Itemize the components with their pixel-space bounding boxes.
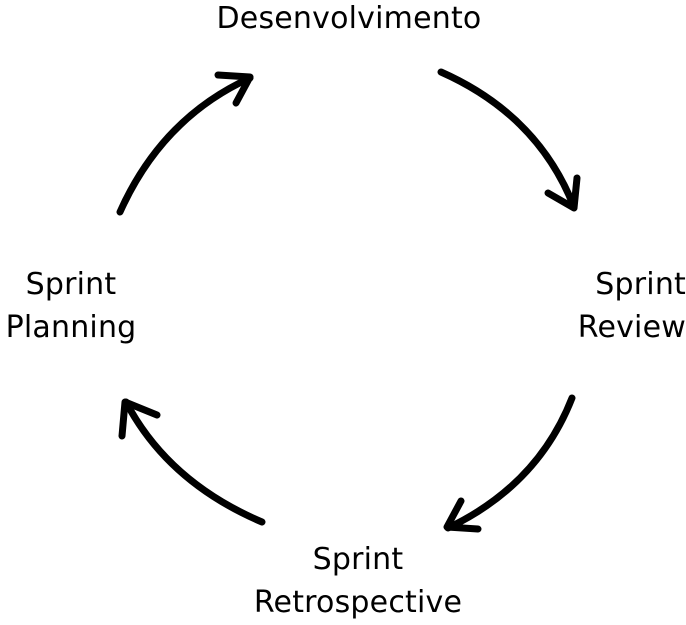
arrow-development-to-review	[437, 68, 581, 212]
stage-sprint-review-line-1: Sprint	[595, 267, 686, 302]
stage-sprint-retrospective-line-1: Sprint	[312, 542, 404, 577]
stage-sprint-review-line-2: Review	[577, 310, 686, 345]
arrow-planning-to-development	[116, 71, 254, 216]
stage-sprint-retrospective-line-2: Retrospective	[253, 585, 463, 620]
stage-sprint-planning-line-1: Sprint	[25, 267, 117, 302]
stage-development-line-1: Desenvolvimento	[216, 1, 482, 36]
stage-sprint-planning: Sprint Planning	[0, 263, 142, 349]
arrow-retrospective-to-planning	[118, 398, 266, 526]
stage-sprint-retrospective: Sprint Retrospective	[210, 538, 506, 624]
stage-sprint-review: Sprint Review	[560, 263, 686, 349]
stage-development: Desenvolvimento	[0, 0, 686, 40]
arrow-review-to-retrospective	[443, 394, 576, 533]
stage-sprint-planning-line-2: Planning	[5, 310, 137, 345]
